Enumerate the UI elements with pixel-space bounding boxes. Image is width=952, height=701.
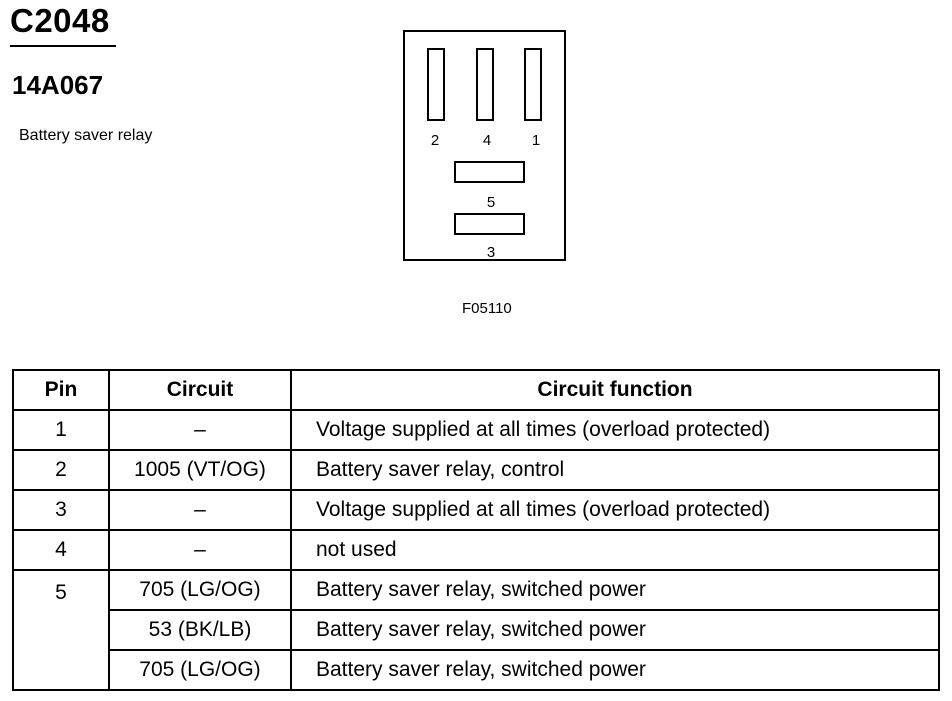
terminal-slot-pin-3: [454, 213, 525, 235]
circuit-cell: –: [108, 529, 292, 571]
function-cell: not used: [290, 529, 940, 571]
pin-cell: 2: [12, 449, 110, 491]
connector-face-diagram: 2 4 1 5 3: [403, 30, 566, 261]
part-number: 14A067: [12, 70, 104, 100]
table-row: 705 (LG/OG) Battery saver relay, switche…: [13, 649, 940, 691]
circuit-cell: –: [108, 409, 292, 451]
component-name: Battery saver relay: [19, 127, 153, 144]
function-cell: Battery saver relay, switched power: [290, 649, 940, 691]
circuit-cell: 53 (BK/LB): [108, 609, 292, 651]
pin-cell: 4: [12, 529, 110, 571]
terminal-slot-pin-1: [524, 48, 542, 121]
pin-cell: 1: [12, 409, 110, 451]
pin-label-4: 4: [482, 132, 492, 149]
pinout-table: Pin Circuit Circuit function 1 – Voltage…: [12, 369, 940, 691]
terminal-slot-pin-5: [454, 161, 525, 183]
pin-label-3: 3: [486, 244, 496, 261]
header-circuit-function: Circuit function: [290, 369, 940, 411]
table-row: 53 (BK/LB) Battery saver relay, switched…: [13, 609, 940, 651]
figure-code: F05110: [462, 300, 512, 317]
pin-cell: 5: [12, 569, 110, 691]
table-row: 5 705 (LG/OG) Battery saver relay, switc…: [12, 569, 940, 691]
circuit-cell: 705 (LG/OG): [108, 649, 292, 691]
pin-cell: 3: [12, 489, 110, 531]
connector-id: C2048: [10, 2, 110, 39]
function-cell: Voltage supplied at all times (overload …: [290, 489, 940, 531]
table-header-row: Pin Circuit Circuit function: [12, 369, 940, 411]
function-cell: Battery saver relay, switched power: [290, 569, 940, 611]
function-cell: Battery saver relay, switched power: [290, 609, 940, 651]
circuit-cell: –: [108, 489, 292, 531]
table-row: 1 – Voltage supplied at all times (overl…: [12, 409, 940, 451]
pin-label-1: 1: [531, 132, 541, 149]
function-cell: Battery saver relay, control: [290, 449, 940, 491]
table-row: 4 – not used: [12, 529, 940, 571]
circuit-cell: 1005 (VT/OG): [108, 449, 292, 491]
terminal-slot-pin-4: [476, 48, 494, 121]
header-circuit: Circuit: [108, 369, 292, 411]
pin-label-2: 2: [430, 132, 440, 149]
title-underline: [10, 45, 116, 47]
header-pin: Pin: [12, 369, 110, 411]
table-row: 3 – Voltage supplied at all times (overl…: [12, 489, 940, 531]
terminal-slot-pin-2: [427, 48, 445, 121]
pin-label-5: 5: [486, 194, 496, 211]
table-row: 2 1005 (VT/OG) Battery saver relay, cont…: [12, 449, 940, 491]
function-cell: Voltage supplied at all times (overload …: [290, 409, 940, 451]
circuit-cell: 705 (LG/OG): [108, 569, 292, 611]
